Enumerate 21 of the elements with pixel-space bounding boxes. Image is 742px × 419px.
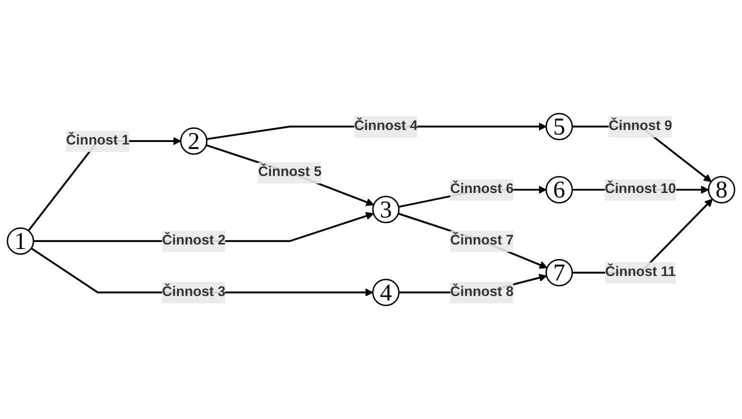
node-circle: 8 — [708, 176, 736, 204]
node-circle: 2 — [180, 127, 208, 155]
edge-label: Činnost 3 — [162, 284, 226, 300]
edge-label: Činnost 2 — [162, 232, 226, 248]
edge-label: Činnost 7 — [450, 232, 514, 248]
node-circle: 3 — [372, 196, 400, 224]
edge-label: Činnost 8 — [450, 284, 514, 300]
node-circle: 1 — [6, 227, 34, 255]
node-circle: 4 — [372, 278, 400, 306]
node-circle: 6 — [546, 176, 573, 204]
node-circle: 5 — [546, 112, 573, 140]
node-circle: 7 — [546, 258, 573, 286]
edge-label: Činnost 1 — [66, 132, 130, 148]
edge-label: Činnost 4 — [354, 118, 418, 134]
edge-label: Činnost 6 — [450, 181, 514, 197]
arrow — [398, 212, 548, 269]
edge-label: Činnost 9 — [608, 118, 672, 134]
edge-label: Činnost 11 — [605, 264, 676, 280]
arrow — [206, 144, 374, 206]
edge-label: Činnost 10 — [604, 181, 676, 197]
edge-label: Činnost 5 — [258, 164, 322, 180]
